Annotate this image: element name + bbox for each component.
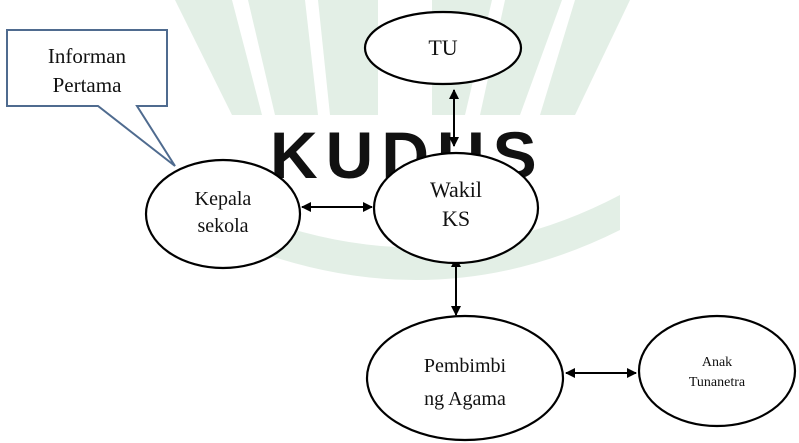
node-tu-label: TU (428, 35, 457, 60)
node-kepala-sekola-label-line1: Kepala (195, 188, 252, 210)
node-anak-tunanetra-label-line2: Tunanetra (689, 375, 746, 390)
node-wakil-ks: Wakil KS (372, 151, 540, 265)
callout-label-line1: Informan (48, 44, 127, 68)
node-pembimbing-agama-label-line2: ng Agama (424, 388, 506, 410)
node-kepala-sekola-label-line2: sekola (197, 215, 248, 237)
node-wakil-ks-label-line1: Wakil (430, 177, 482, 202)
node-wakil-ks-label-line2: KS (442, 206, 470, 231)
node-pembimbing-agama: Pembimbi ng Agama (365, 314, 565, 442)
callout-informan-pertama: Informan Pertama (6, 29, 176, 167)
node-anak-tunanetra: Anak Tunanetra (637, 314, 797, 428)
node-anak-tunanetra-label-line1: Anak (702, 355, 732, 370)
node-tu: TU (363, 10, 523, 86)
node-kepala-sekola: Kepala sekola (144, 158, 302, 270)
callout-label-line2: Pertama (53, 73, 122, 97)
node-pembimbing-agama-label-line1: Pembimbi (424, 355, 507, 377)
callout-box (6, 29, 176, 167)
connectors (301, 89, 637, 378)
